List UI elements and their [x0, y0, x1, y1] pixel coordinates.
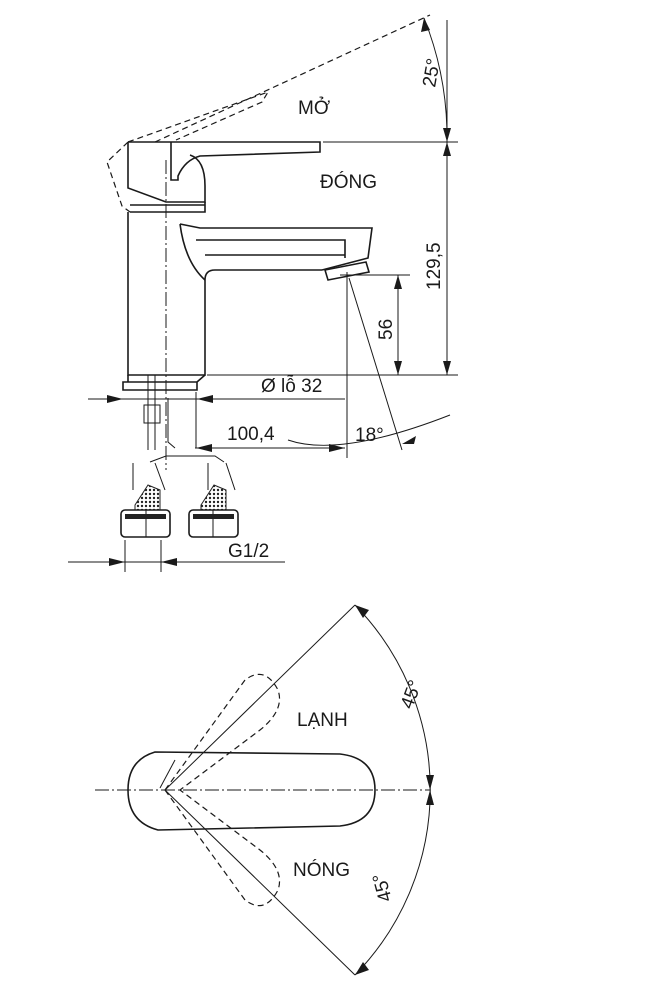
lever-top	[127, 751, 376, 831]
height-spout-label: 56	[376, 319, 397, 340]
thread-label: G1/2	[228, 541, 269, 562]
hole-diameter-label: Ø lỗ 32	[261, 375, 322, 397]
faucet-body	[127, 212, 322, 376]
label-hot: NÓNG	[293, 859, 350, 881]
handle-closed	[127, 141, 321, 203]
aerator	[323, 261, 371, 281]
faucet-top-view: LẠNH NÓNG 45° 45°	[95, 604, 434, 976]
height-total-label: 129,5	[424, 242, 445, 290]
spout-reach-label: 100,4	[227, 424, 275, 445]
angle-open-label: 25°	[419, 57, 445, 89]
handle-open-dashed	[127, 14, 431, 143]
faucet-side-view: MỞ ĐÓNG 25° 129,5 56 Ø lỗ 32 100,4 18° G…	[68, 14, 458, 572]
label-closed: ĐÓNG	[320, 171, 377, 193]
spout-angle-label: 18°	[355, 425, 384, 446]
angle-hot-label: 45°	[369, 871, 397, 904]
label-open: MỞ	[298, 97, 330, 119]
label-cold: LẠNH	[297, 710, 348, 731]
angle-cold-label: 45°	[397, 678, 427, 712]
